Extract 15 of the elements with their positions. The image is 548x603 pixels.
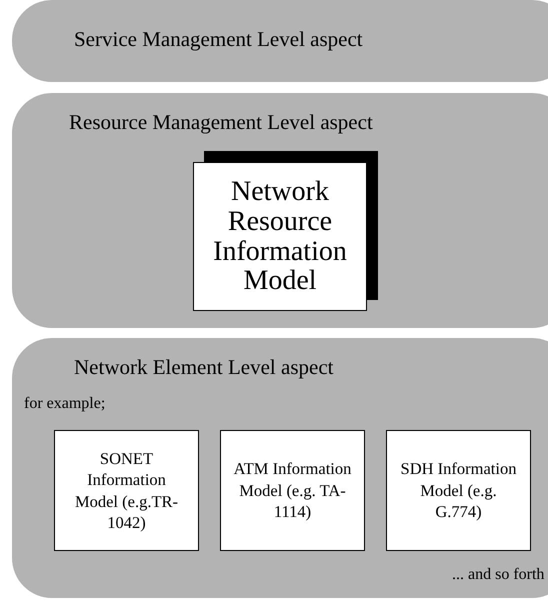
note-text: ... and so forth bbox=[452, 566, 544, 584]
level-band bbox=[12, 93, 548, 328]
model-title: ATM Information Model (e.g. TA-1114) bbox=[234, 458, 352, 523]
level-title: Service Management Level aspect bbox=[74, 27, 363, 52]
model-title: SONET Information Model (e.g.TR-1042) bbox=[74, 448, 180, 534]
level-title: Network Element Level aspect bbox=[74, 355, 334, 380]
model-box bbox=[386, 430, 531, 551]
model-box bbox=[54, 430, 199, 551]
model-box bbox=[220, 430, 365, 551]
level-title: Resource Management Level aspect bbox=[69, 110, 373, 135]
level-band bbox=[12, 338, 548, 598]
note-text: for example; bbox=[24, 395, 106, 413]
model-title: SDH Information Model (e.g. G.774) bbox=[400, 458, 518, 523]
model-title: Network Resource Information Model bbox=[212, 176, 348, 296]
level-band bbox=[12, 0, 548, 82]
